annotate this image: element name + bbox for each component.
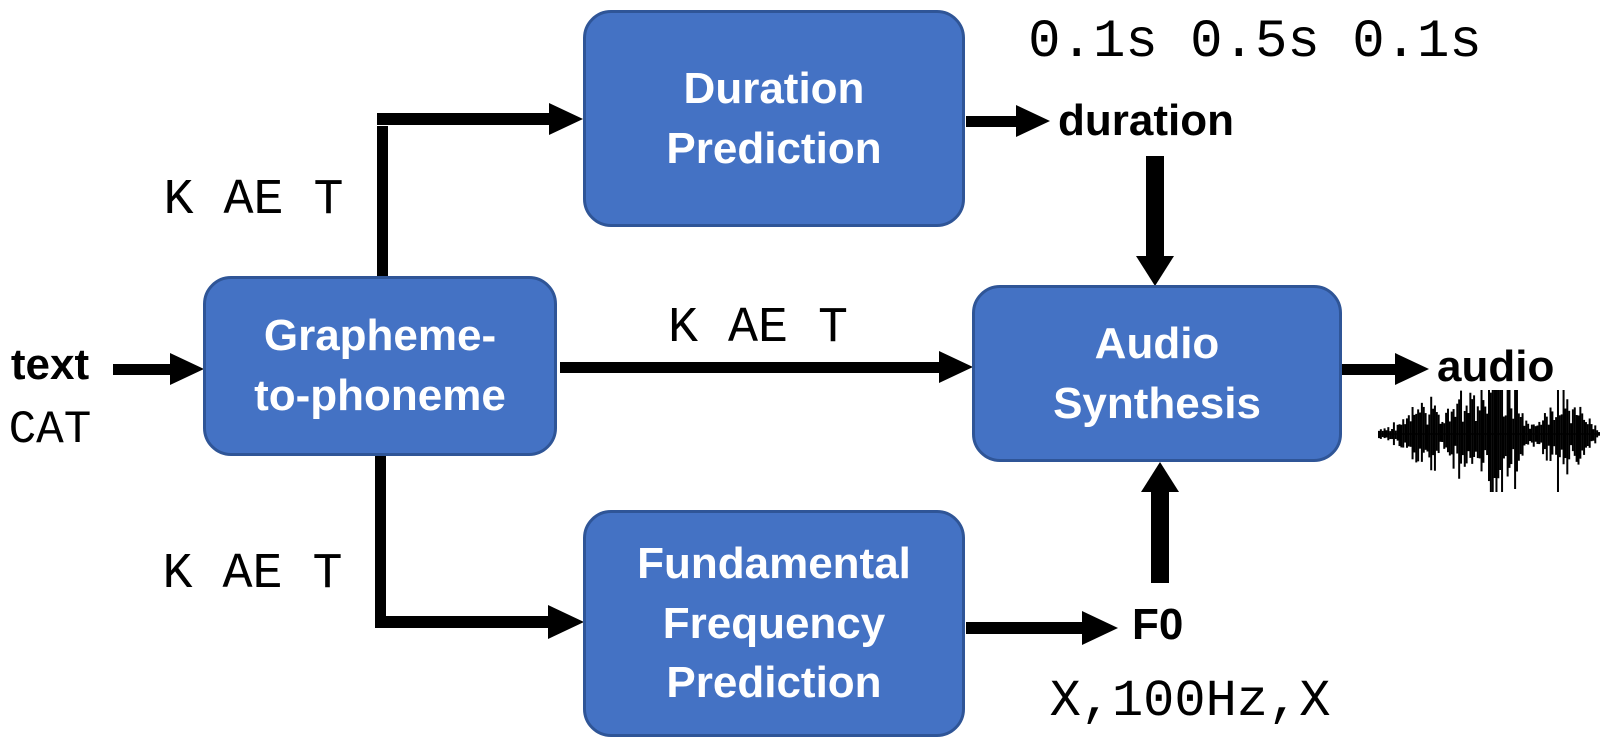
input-example-label: CAT: [8, 404, 92, 456]
arrow-audio-output-head: [1395, 353, 1429, 385]
arrow-duration-to-synthesis-shaft: [1146, 156, 1164, 258]
arrow-grapheme-to-duration-horizontal: [377, 113, 551, 125]
arrow-text-to-grapheme-head: [170, 353, 204, 385]
arrow-f0-output-head: [1082, 611, 1118, 645]
duration-example-label: 0.1s 0.5s 0.1s: [1028, 12, 1482, 73]
arrow-f0-to-synthesis-shaft: [1151, 490, 1169, 583]
f0-output-label: F0: [1132, 600, 1184, 649]
node-audio-synthesis: Audio Synthesis: [972, 285, 1342, 462]
arrow-grapheme-to-f0-head: [548, 605, 584, 639]
arrow-grapheme-to-synthesis-head: [939, 351, 973, 383]
input-text-label: text: [10, 340, 90, 389]
duration-output-label: duration: [1058, 96, 1234, 145]
arrow-duration-output-head: [1016, 105, 1050, 137]
node-fundamental-frequency-prediction: Fundamental Frequency Prediction: [583, 510, 965, 737]
f0-example-label: X,100Hz,X: [1049, 672, 1331, 731]
arrow-grapheme-to-duration-head: [549, 103, 583, 135]
arrow-duration-to-synthesis-head: [1136, 256, 1174, 286]
arrow-grapheme-to-f0-vertical: [375, 456, 386, 623]
arrow-text-to-grapheme-shaft: [113, 364, 171, 375]
node-duration-prediction: Duration Prediction: [583, 10, 965, 227]
phonemes-to-synthesis-label: K AE T: [667, 300, 849, 357]
arrow-grapheme-to-synthesis-shaft: [560, 362, 942, 373]
phonemes-to-f0-label: K AE T: [162, 546, 343, 603]
audio-output-label: audio: [1437, 342, 1555, 391]
arrow-audio-output-shaft: [1342, 364, 1397, 375]
arrow-grapheme-to-f0-horizontal: [375, 616, 549, 628]
arrow-f0-to-synthesis-head: [1141, 462, 1179, 492]
speech-waveform-icon: [1378, 388, 1600, 494]
arrow-f0-output-shaft: [966, 622, 1084, 634]
arrow-grapheme-to-duration-vertical: [377, 126, 388, 276]
phonemes-to-duration-label: K AE T: [163, 172, 344, 229]
arrow-duration-output-shaft: [966, 116, 1018, 127]
node-grapheme-to-phoneme: Grapheme- to-phoneme: [203, 276, 557, 456]
